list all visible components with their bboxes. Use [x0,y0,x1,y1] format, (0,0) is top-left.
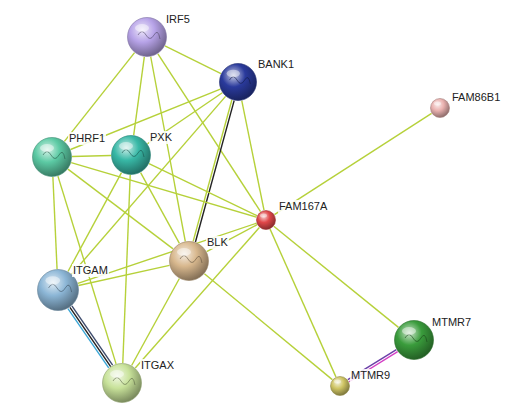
edge-line [132,279,180,366]
node-sphere [330,376,350,396]
interaction-edge [148,93,223,144]
protein-node: FAM167A [256,210,276,230]
edge-line [158,54,261,212]
edge-line [123,175,130,363]
node-sphere [127,17,167,57]
interaction-edge [274,226,399,327]
interaction-edge [68,169,173,249]
interaction-edge [71,163,256,218]
edge-line [71,163,256,218]
interaction-edge [135,227,259,368]
edge-line [141,173,180,244]
node-sphere [169,241,209,281]
protein-node: IRF5 [127,17,167,57]
interaction-edge [123,175,130,363]
edge-line [68,309,109,368]
node-label: MTMR7 [431,316,472,329]
edge-line [242,101,264,211]
node-sphere [219,63,257,101]
node-label: IRF5 [165,13,191,26]
protein-node: PHRF1 [32,137,72,177]
node-label: MTMR9 [350,369,391,382]
protein-node: ITGAX [102,363,142,403]
interaction-edge [68,173,121,272]
protein-node: ITGAM [37,269,79,311]
interaction-edge [53,177,57,269]
node-label: ITGAM [72,264,109,277]
edge-line [195,101,234,242]
edge-line [72,306,113,365]
edge-line [68,173,121,272]
node-sphere [111,135,151,175]
edge-line [274,113,431,214]
node-label: PXK [149,131,173,144]
interaction-edge [158,54,261,212]
node-label: ITGAX [140,359,175,372]
node-label: BLK [206,236,229,249]
edge-line [193,100,232,241]
edge-line [72,155,111,157]
edge-line [349,352,398,382]
interaction-edge [149,164,257,216]
node-sphere [430,98,450,118]
protein-node: MTMR9 [330,376,350,396]
node-sphere [32,137,72,177]
node-sphere [256,210,276,230]
node-label: FAM86B1 [451,91,501,104]
protein-node: BANK1 [219,63,257,101]
protein-node: BLK [169,241,209,281]
interaction-edge [193,100,234,242]
edge-line [149,164,257,216]
node-sphere [102,363,142,403]
interaction-edge [274,113,431,214]
node-label: FAM167A [278,200,328,213]
edge-line [165,46,221,74]
protein-node: PXK [111,135,151,175]
interaction-edge [132,279,180,366]
protein-node: MTMR7 [394,320,434,360]
protein-node: FAM86B1 [430,98,450,118]
edge-line [204,274,332,380]
interaction-edge [141,173,180,244]
interaction-edge [165,46,221,74]
interaction-edge [204,274,332,380]
node-label: BANK1 [257,58,295,71]
edge-line [274,226,399,327]
interaction-edge [242,101,264,211]
edge-line [53,177,57,269]
node-sphere [394,320,434,360]
interaction-edge [348,350,398,382]
edge-line [148,93,223,144]
edge-line [70,307,111,366]
edge-line [68,169,173,249]
interaction-edge [72,155,111,157]
interaction-edge [68,306,113,368]
node-label: PHRF1 [68,132,106,145]
edge-line [135,227,259,368]
